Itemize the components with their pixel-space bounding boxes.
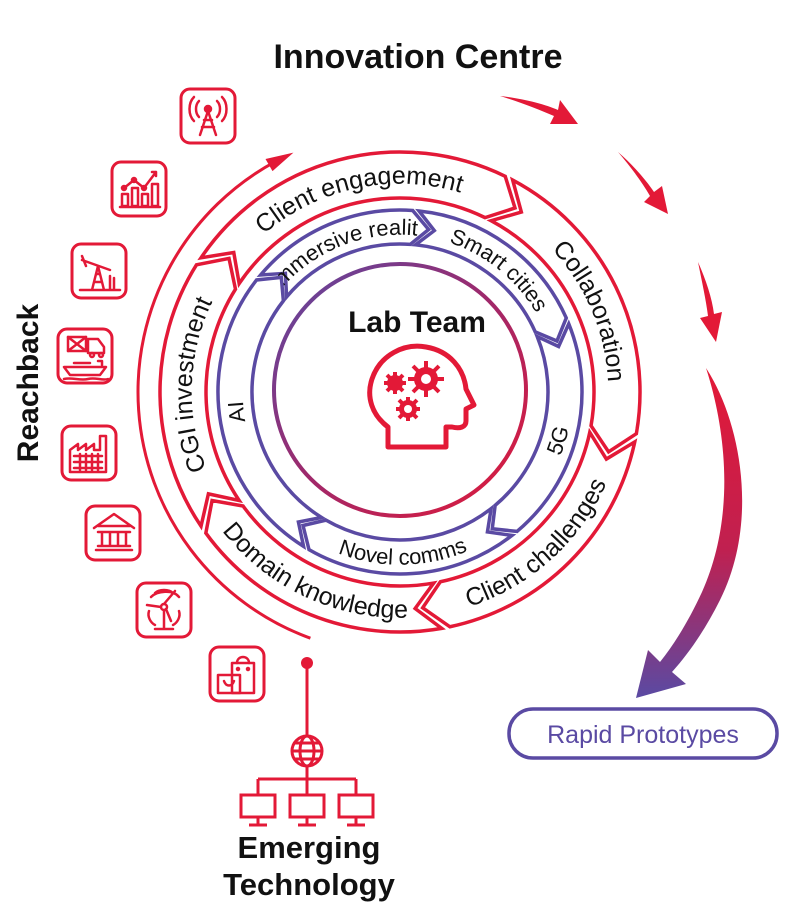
inner-ring-segment: 5G <box>490 319 584 534</box>
lab-team-title: Lab Team <box>348 306 486 339</box>
outer-track-arc <box>136 159 311 640</box>
oil-pump-icon <box>70 242 128 300</box>
emerging-technology-title-line2: Technology <box>223 867 395 902</box>
factory-icon <box>60 424 118 482</box>
flow-arrows <box>500 96 722 342</box>
sector-icons <box>56 87 266 703</box>
monitor-icon <box>337 793 375 827</box>
inner-ring-segment: AI <box>216 275 327 551</box>
shopping-bags-icon <box>208 645 266 703</box>
outer-track <box>136 152 311 640</box>
reachback-title: Reachback <box>12 303 45 462</box>
inner-ring-segment: Novel comms <box>300 504 517 576</box>
head-gears-icon <box>367 343 477 450</box>
mail-truck-ship-icon <box>56 327 114 385</box>
monitor-icon <box>239 793 277 827</box>
wind-turbine-icon <box>135 581 193 639</box>
arrow-head-icon <box>265 152 294 172</box>
government-building-icon <box>84 504 142 562</box>
innovation-centre-title: Innovation Centre <box>273 38 562 76</box>
rapid-prototypes-box[interactable]: Rapid Prototypes <box>507 707 779 760</box>
globe-network-icon <box>239 657 375 827</box>
bar-chart-trend-icon <box>110 160 168 218</box>
monitor-icon <box>288 793 326 827</box>
lab-team-circle <box>272 262 528 518</box>
output-arrow <box>636 368 743 698</box>
radio-tower-icon <box>179 87 237 145</box>
inner-ring-segment-label: AI <box>223 400 250 424</box>
flow-arrow-2 <box>618 152 668 214</box>
rapid-prototypes-label: Rapid Prototypes <box>547 721 739 749</box>
emerging-technology-title-line1: Emerging <box>238 830 381 865</box>
flow-arrow-3 <box>698 262 722 342</box>
flow-arrow-1 <box>500 96 578 124</box>
